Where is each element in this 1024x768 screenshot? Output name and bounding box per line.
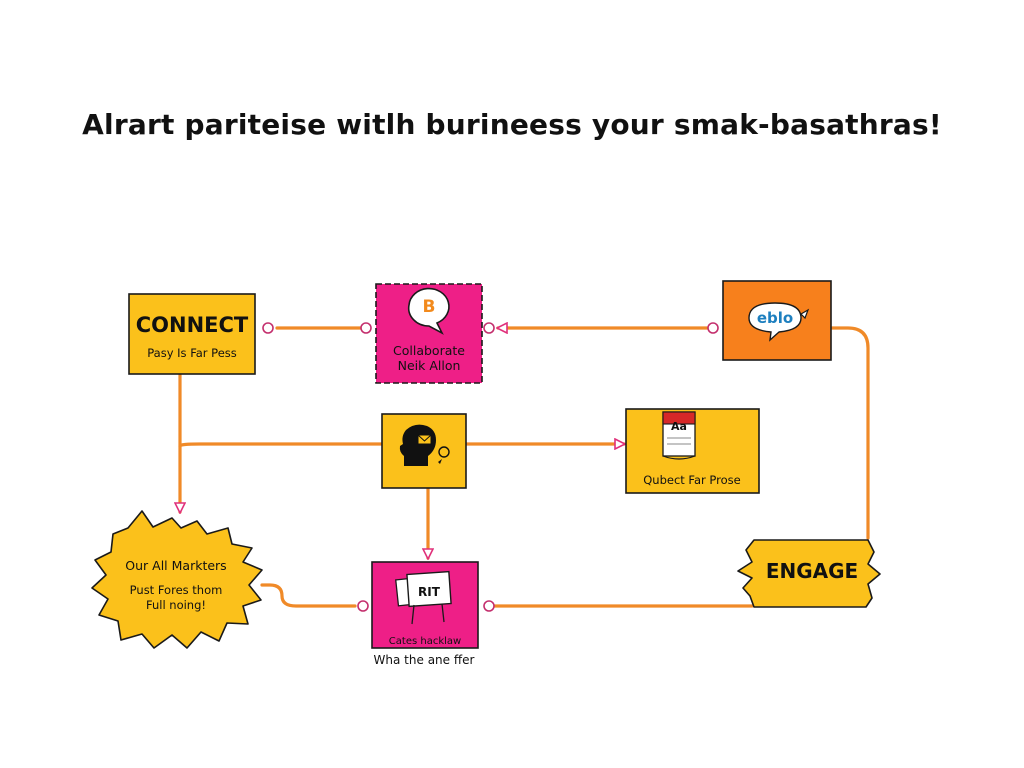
node-whathe[interactable]: RIT Cates hacklaw	[371, 561, 479, 649]
node-connect[interactable]: CONNECT Pasy Is Far Pess	[128, 293, 256, 375]
press-label: Qubect Far Prose	[643, 473, 741, 487]
newspaper-stack-icon: Aa	[662, 411, 696, 460]
signboard-icon: RIT	[395, 570, 452, 625]
whathe-inner-label: Cates hacklaw	[389, 636, 461, 647]
collaborate-icon-letter: B	[423, 297, 436, 317]
node-press[interactable]: Aa Qubect Far Prose	[625, 408, 760, 494]
connect-subtitle: Pasy Is Far Pess	[147, 346, 237, 360]
endpoint-whathe-right	[483, 600, 495, 612]
endpoint-collab-right	[483, 322, 495, 334]
node-markets[interactable]: Our All Markters Pust Fores thom Full no…	[91, 510, 263, 649]
connectors	[178, 326, 870, 608]
endpoint-connect-right	[262, 322, 274, 334]
endpoint-whathe-left	[357, 600, 369, 612]
node-collaborate[interactable]: B Collaborate Neik Allon	[375, 283, 483, 384]
node-eblo[interactable]: eblo	[722, 280, 832, 361]
whathe-caption: Wha the ane ffer	[374, 653, 475, 667]
node-head[interactable]	[381, 413, 467, 489]
connector-loop-press	[178, 442, 384, 448]
node-engage[interactable]: ENGAGE	[737, 539, 881, 608]
whathe-icon-text: RIT	[418, 585, 441, 599]
collaborate-line2: Neik Allon	[398, 358, 461, 373]
endpoint-collab-left	[360, 322, 372, 334]
connector-endpoints	[262, 322, 719, 612]
endpoint-eblo-left	[707, 322, 719, 334]
connector-markets-whathe	[260, 583, 357, 608]
connect-heading: CONNECT	[136, 313, 249, 337]
markets-line3: Full noing!	[146, 598, 206, 612]
markets-line1: Our All Markters	[125, 558, 226, 573]
engage-heading: ENGAGE	[766, 559, 858, 583]
colorful-speech-bubble-icon: eblo	[748, 302, 810, 342]
markets-line2: Pust Fores thom	[130, 583, 223, 597]
collaborate-line1: Collaborate	[393, 343, 465, 358]
head-with-message-icon	[399, 424, 450, 466]
eblo-icon-text: eblo	[757, 309, 793, 327]
press-icon-text: Aa	[671, 420, 687, 433]
page-title: Alrart pariteise witlh burineess your sm…	[82, 108, 942, 141]
b-speech-bubble-icon: B	[407, 287, 450, 335]
connector-engage-eblo	[830, 326, 870, 540]
